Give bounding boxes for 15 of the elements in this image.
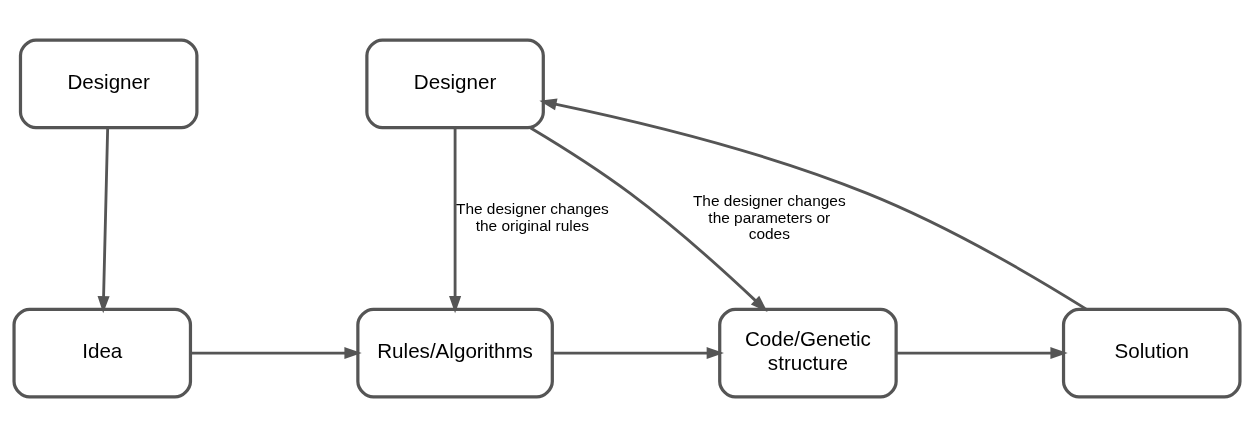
node-box: Rules/Algorithms [356, 307, 554, 398]
node-box: Designer [365, 38, 545, 129]
edge-label: The designer changes the parameters or codes [692, 191, 846, 242]
arrow [97, 127, 110, 313]
arrow [529, 126, 768, 312]
arrow [552, 346, 724, 359]
arrow [449, 127, 462, 313]
node-box: Idea [12, 307, 193, 398]
arrow [190, 346, 362, 359]
node-box: Designer [18, 38, 199, 129]
arrow [539, 97, 1087, 310]
arrow [896, 346, 1068, 359]
edge-label: The designer changes the original rules [455, 199, 609, 234]
node-box: Solution [1061, 307, 1242, 398]
node-box: Code/Genetic structure [718, 307, 898, 398]
